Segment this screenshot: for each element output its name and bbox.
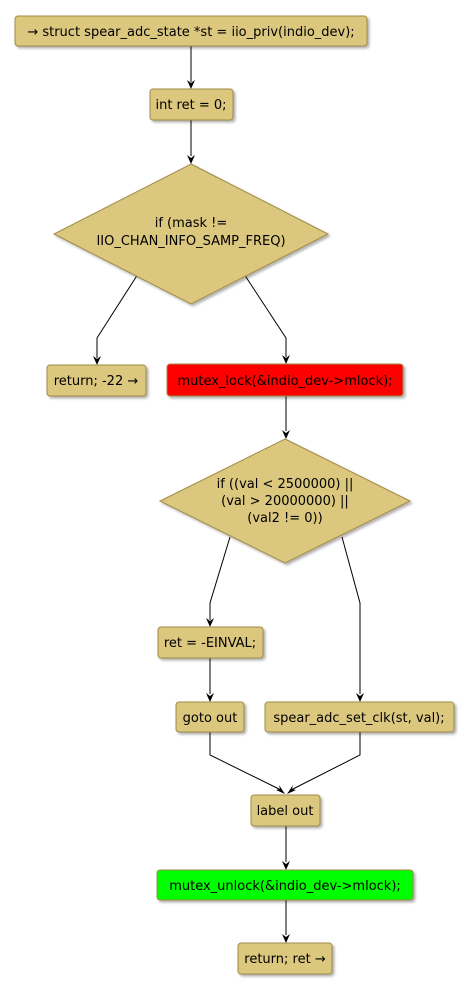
node-return-ret-label: return; ret → [244,952,326,967]
arrowhead [187,155,195,164]
arrowhead [356,693,364,702]
node-if-mask-line-2: IIO_CHAN_INFO_SAMP_FREQ) [96,234,285,249]
edge-set-clk-to-label-out [290,732,361,791]
arrowhead [206,618,214,627]
arrowhead [287,785,296,794]
node-start-label: → struct spear_adc_state *st = iio_priv(… [27,25,354,40]
arrowhead [282,934,290,943]
node-set-clk[interactable]: spear_adc_set_clk(st, val); [264,701,455,733]
node-if-val-diamond [158,438,412,564]
node-return-22-box [46,364,147,397]
edge-if-val-to-ret-einval [209,536,231,620]
edge-if-val-to-set-clk [341,536,361,694]
node-set-clk-label: spear_adc_set_clk(st, val); [273,711,444,726]
node-goto-out-label: goto out [183,711,238,726]
arrowhead [276,785,285,794]
node-mutex-unlock-label: mutex_unlock(&indio_dev->mlock); [169,879,401,894]
node-if-val-line-2: (val > 20000000) || [221,494,349,509]
edge-goto-out-to-label-out [209,732,282,791]
node-ret-einval-label: ret = -EINVAL; [164,636,256,651]
edges [93,46,364,943]
node-mutex-unlock[interactable]: mutex_unlock(&indio_dev->mlock); [156,869,414,901]
node-return-22[interactable]: return; -22 → [46,364,147,397]
node-if-val-line-1: if ((val < 2500000) || [217,477,354,492]
node-int-ret-label: int ret = 0; [155,98,226,113]
node-goto-out[interactable]: goto out [175,701,245,733]
node-label-out-label: label out [257,804,314,819]
node-ret-einval-box [157,626,264,659]
edge-if-mask-to-mutex-lock [243,273,287,357]
node-label-out-box [250,794,321,827]
arrowhead [282,861,290,870]
node-if-mask-diamond [52,163,330,305]
arrowhead [282,355,290,364]
node-return-ret-box [237,942,333,975]
node-int-ret-box [149,88,234,121]
node-mutex-lock-box [166,363,404,397]
arrowhead [206,693,214,702]
node-mutex-unlock-box [156,869,414,901]
node-set-clk-box [264,701,455,733]
node-start-box [14,15,368,47]
node-if-val-line-3: (val2 != 0)) [247,511,322,526]
arrowhead [282,430,290,439]
node-mutex-lock[interactable]: mutex_lock(&indio_dev->mlock); [166,363,404,397]
node-goto-out-box [175,701,245,733]
node-return-ret[interactable]: return; ret → [237,942,333,975]
node-label-out[interactable]: label out [250,794,321,827]
node-if-mask[interactable]: if (mask != IIO_CHAN_INFO_SAMP_FREQ) [52,163,330,305]
node-ret-einval[interactable]: ret = -EINVAL; [157,626,264,659]
arrowhead [187,80,195,89]
node-return-22-label: return; -22 → [54,374,139,389]
node-if-val[interactable]: if ((val < 2500000) || (val > 20000000) … [158,438,412,564]
node-if-mask-line-1: if (mask != [155,216,228,231]
node-int-ret[interactable]: int ret = 0; [149,88,234,121]
node-mutex-lock-label: mutex_lock(&indio_dev->mlock); [177,374,392,389]
node-start[interactable]: → struct spear_adc_state *st = iio_priv(… [14,15,368,47]
edge-if-mask-to-return [96,273,139,358]
arrowhead [93,356,101,365]
